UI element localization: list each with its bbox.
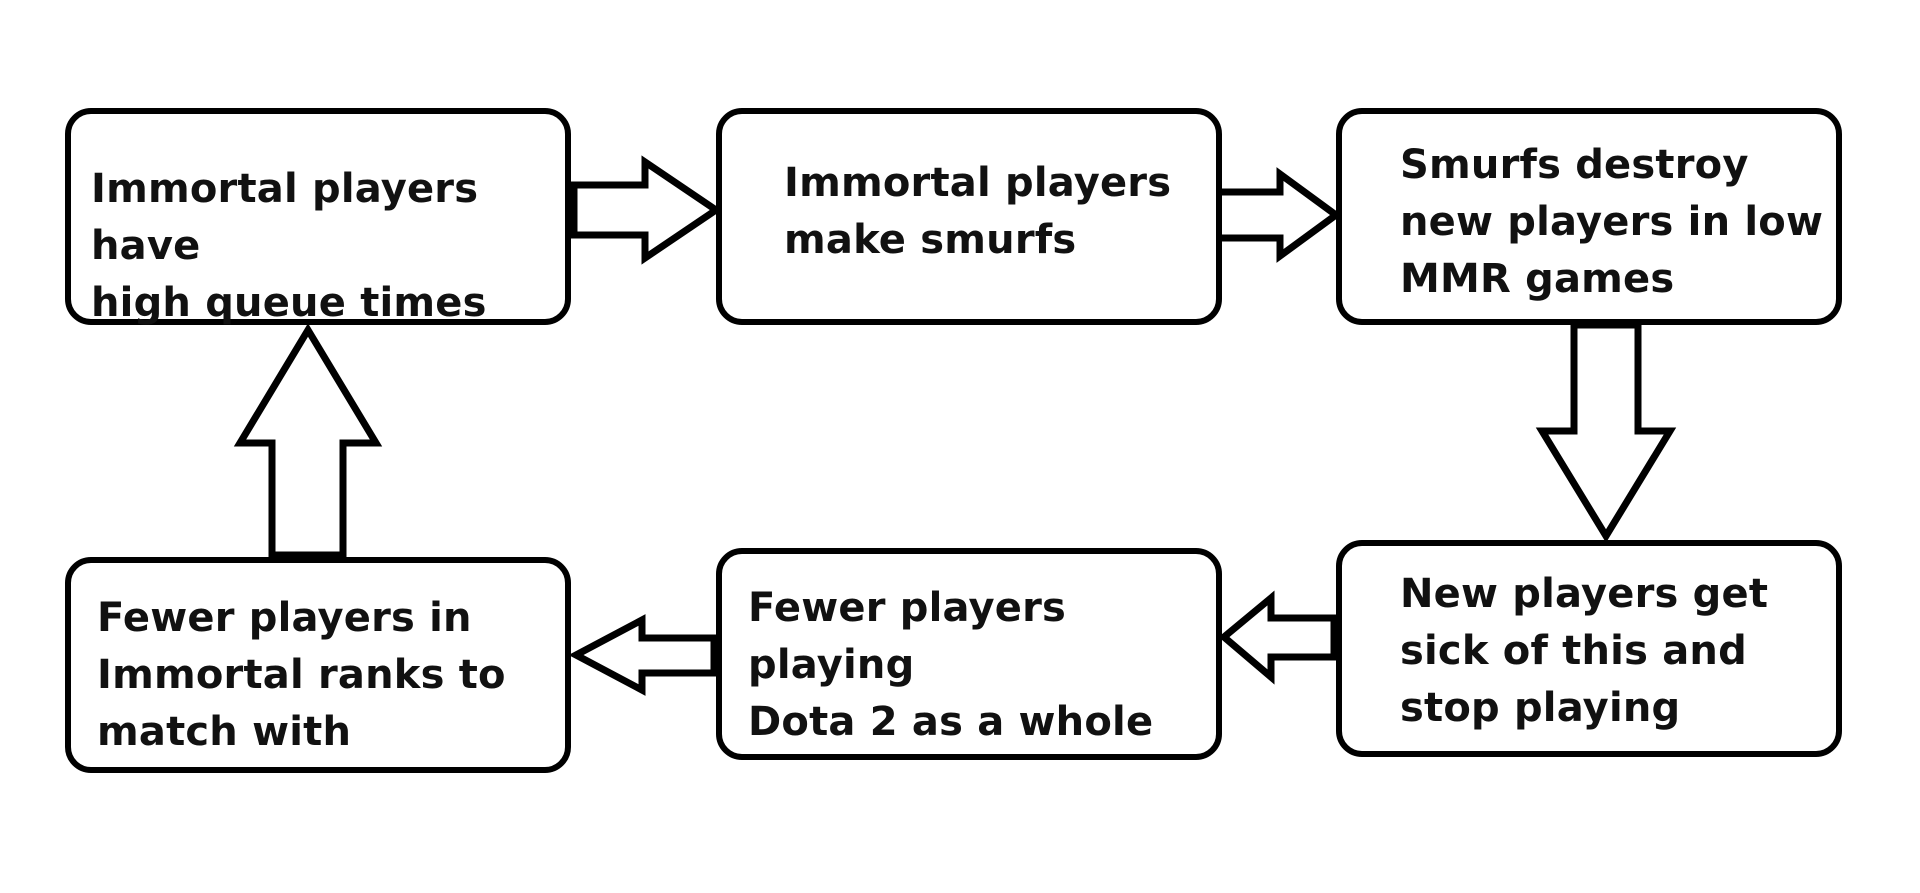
step-text: Smurfs destroy new players in low MMR ga… — [1400, 142, 1824, 302]
step-text: Immortal players have high queue times — [91, 166, 487, 326]
step-text: New players get sick of this and stop pl… — [1400, 571, 1769, 731]
arrow-right-1 — [570, 155, 723, 265]
step-box-new-players-quit: New players get sick of this and stop pl… — [1336, 540, 1842, 757]
step-text: Immortal players make smurfs — [784, 160, 1172, 263]
arrow-up — [233, 323, 383, 559]
step-text: Fewer players in Immortal ranks to match… — [97, 595, 506, 755]
step-box-high-queue-times: Immortal players have high queue times — [65, 108, 571, 326]
arrow-right-2 — [1214, 167, 1342, 263]
arrow-left-1 — [1218, 590, 1338, 685]
step-box-fewer-immortal-players: Fewer players in Immortal ranks to match… — [65, 557, 571, 773]
step-box-fewer-players-dota: Fewer players playing Dota 2 as a whole — [716, 548, 1222, 760]
arrow-down — [1535, 321, 1677, 543]
step-text: Fewer players playing Dota 2 as a whole — [748, 585, 1154, 745]
arrow-left-2 — [568, 614, 718, 696]
step-box-smurfs-destroy: Smurfs destroy new players in low MMR ga… — [1336, 108, 1842, 325]
step-box-make-smurfs: Immortal players make smurfs — [716, 108, 1222, 325]
